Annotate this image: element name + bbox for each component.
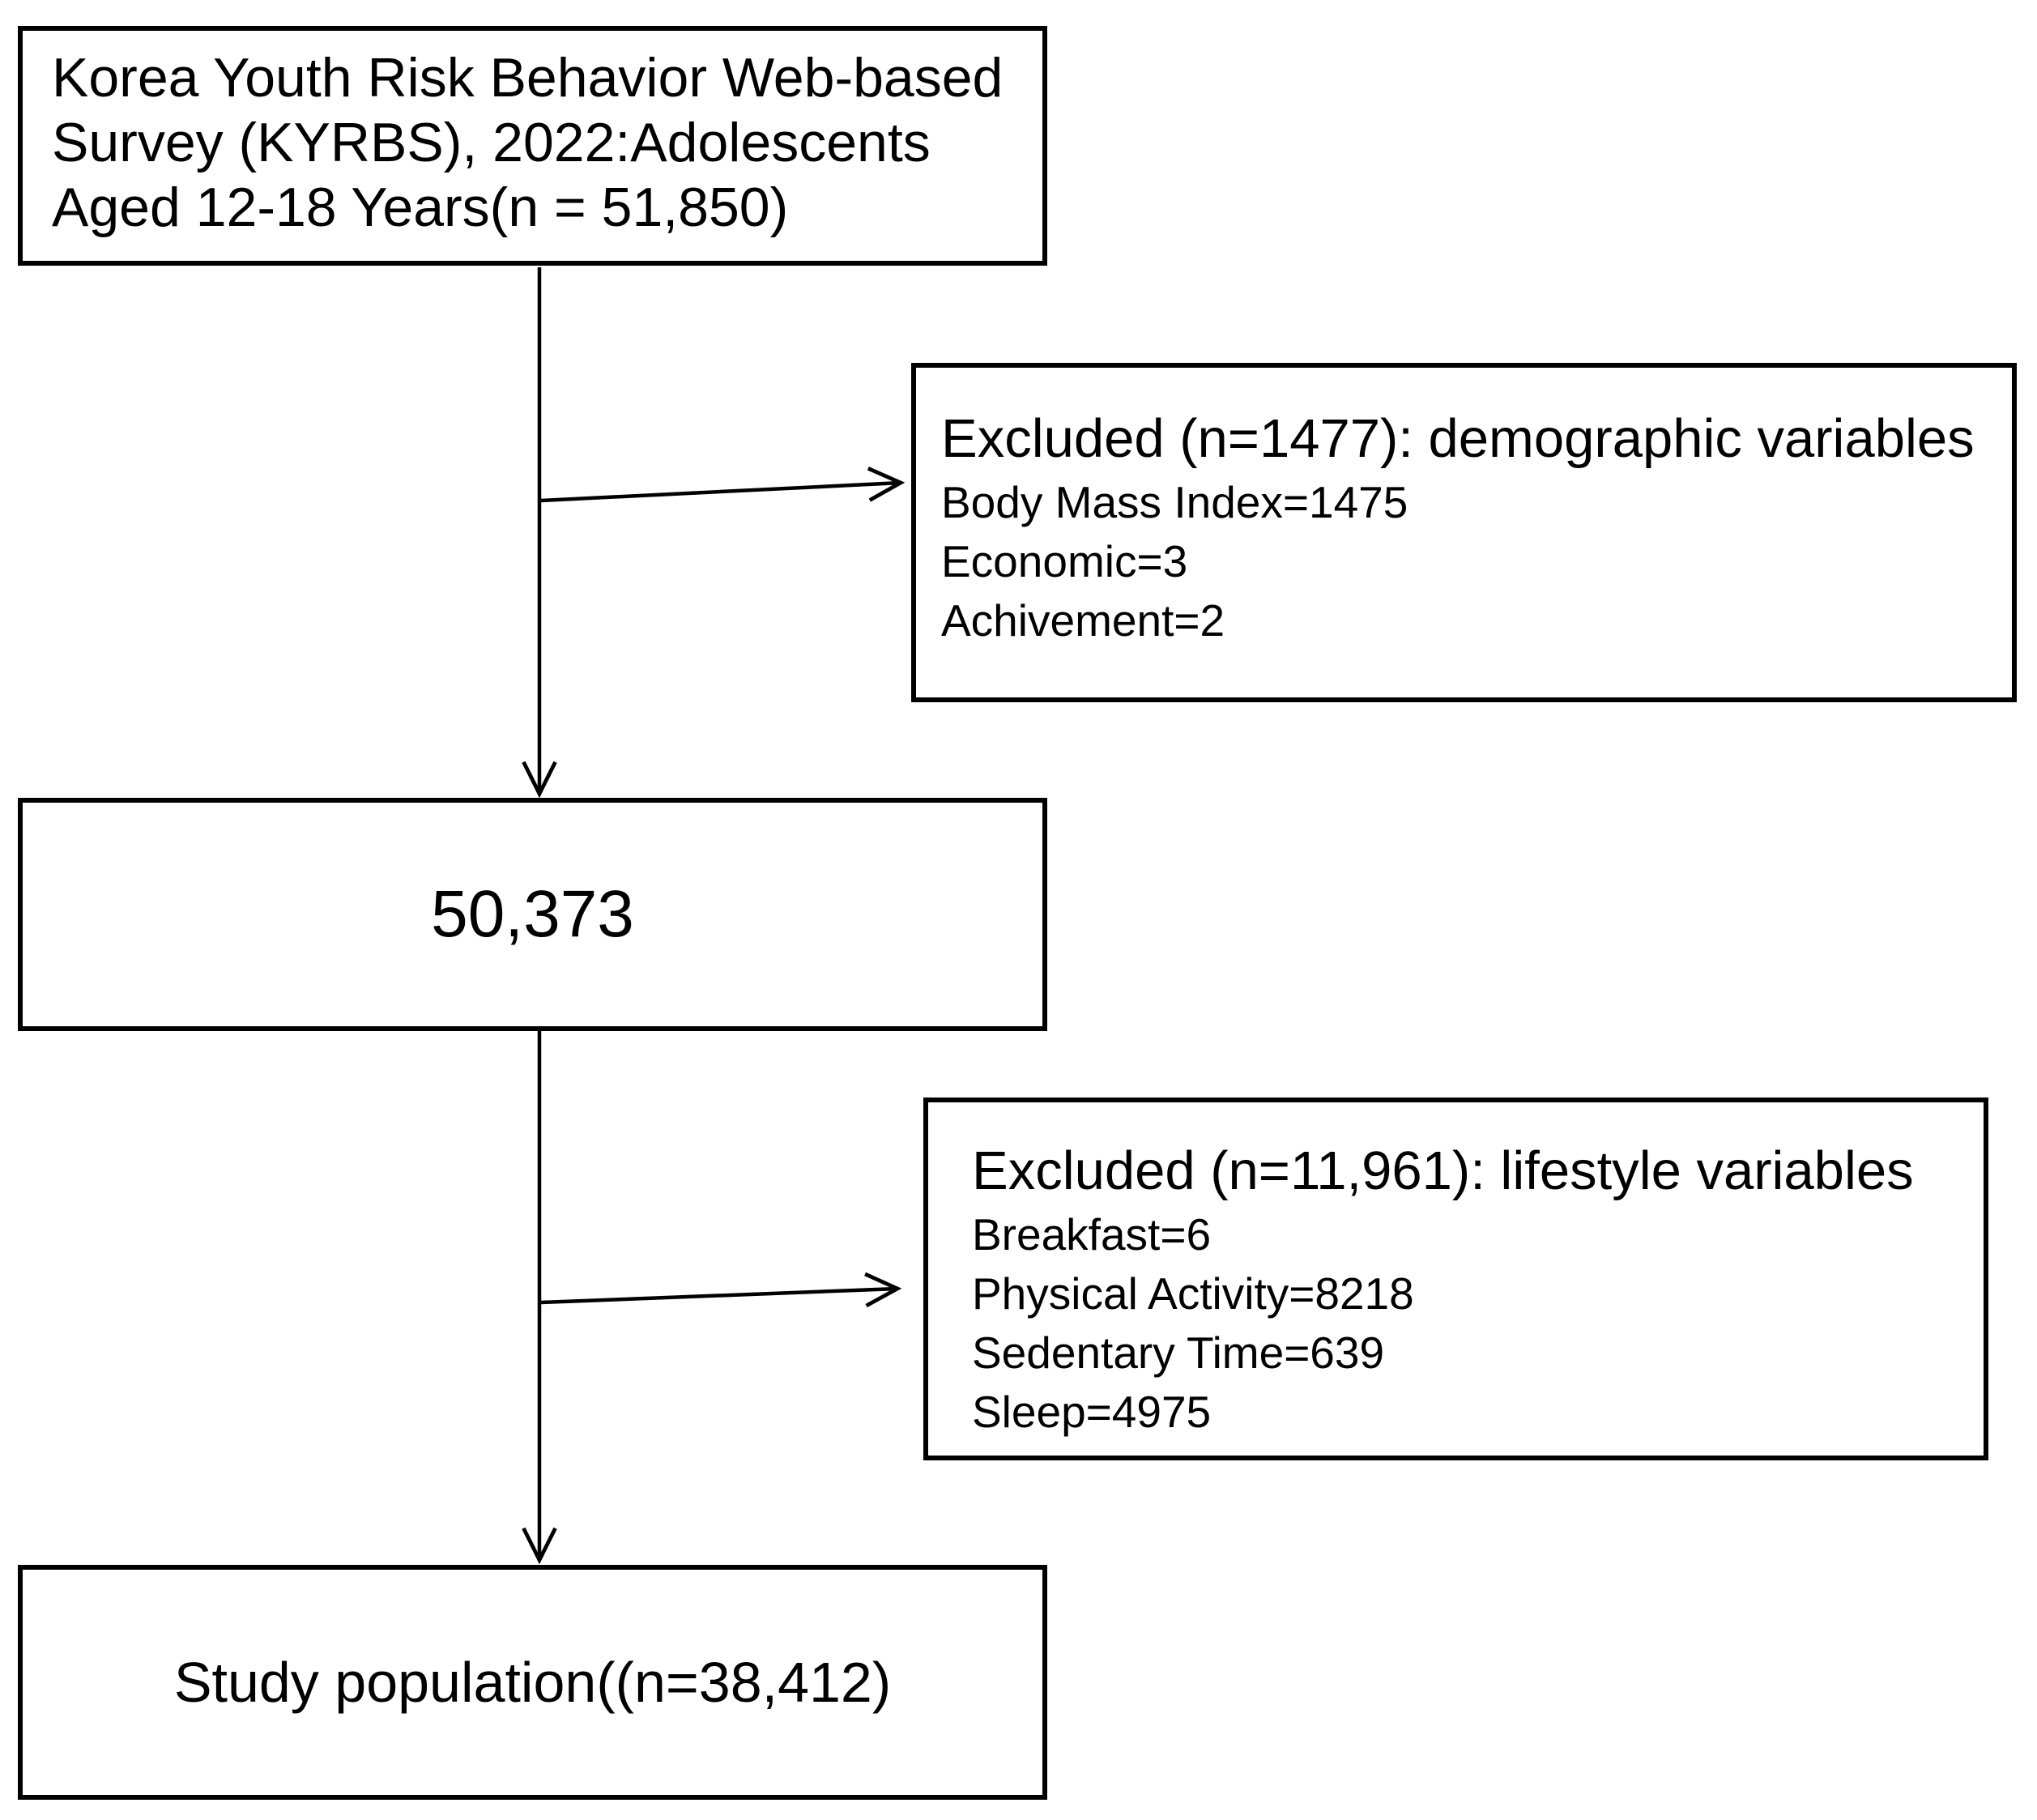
source-line-1: Korea Youth Risk Behavior Web-based bbox=[52, 47, 1004, 109]
study-population-label: Study population((n=38,412) bbox=[173, 1651, 892, 1714]
box-excluded-demographic: Excluded (n=1477): demographic variables… bbox=[911, 363, 2017, 702]
excluded-demographic-item-economic: Economic=3 bbox=[941, 536, 1188, 586]
source-line-2: Survey (KYRBS), 2022:Adolescents bbox=[52, 112, 931, 173]
box-excluded-lifestyle: Excluded (n=11,961): lifestyle variables… bbox=[923, 1098, 1988, 1460]
arrow-branch-to-excluded-lifestyle bbox=[540, 1272, 902, 1308]
excluded-lifestyle-item-breakfast: Breakfast=6 bbox=[972, 1209, 1212, 1260]
excluded-lifestyle-item-physical-activity: Physical Activity=8218 bbox=[972, 1268, 1414, 1319]
excluded-lifestyle-item-sedentary-time: Sedentary Time=639 bbox=[972, 1328, 1385, 1378]
arrow-branch-to-excluded-demographic bbox=[540, 467, 906, 503]
excluded-demographic-item-achievement: Achivement=2 bbox=[941, 595, 1225, 646]
box-source-population: Korea Youth Risk Behavior Web-based Surv… bbox=[18, 26, 1047, 266]
excluded-lifestyle-title: Excluded (n=11,961): lifestyle variables bbox=[972, 1140, 1914, 1201]
box-count-after-demographic-exclusion: 50,373 bbox=[18, 798, 1047, 1031]
excluded-lifestyle-item-sleep: Sleep=4975 bbox=[972, 1387, 1212, 1437]
count-after-demographic-exclusion: 50,373 bbox=[431, 877, 634, 951]
excluded-demographic-item-bmi: Body Mass Index=1475 bbox=[941, 477, 1408, 527]
source-line-3: Aged 12-18 Years(n = 51,850) bbox=[52, 177, 789, 238]
box-study-population: Study population((n=38,412) bbox=[18, 1565, 1047, 1800]
excluded-demographic-title: Excluded (n=1477): demographic variables bbox=[941, 408, 1975, 469]
